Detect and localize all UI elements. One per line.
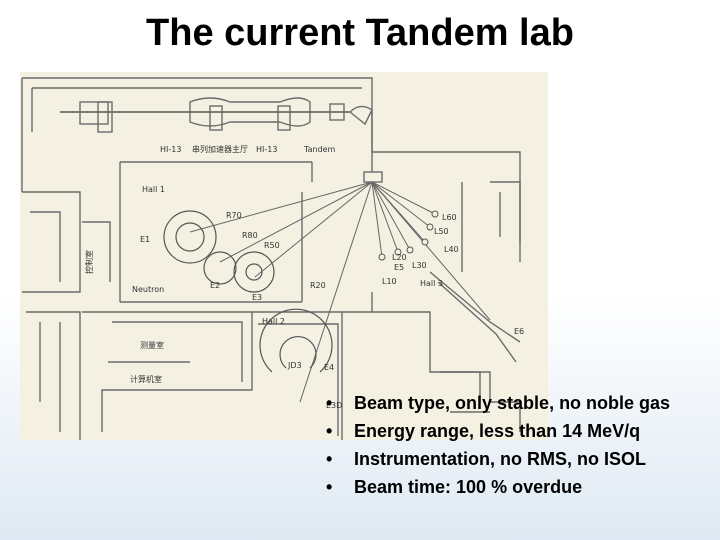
chamber-e1 bbox=[163, 210, 217, 264]
bullet-marker: • bbox=[326, 449, 333, 469]
switching-magnet bbox=[363, 171, 383, 183]
bullet-marker: • bbox=[326, 477, 333, 497]
bullet-item: • Beam type, only stable, no noble gas bbox=[322, 392, 712, 414]
label-e5: E5 bbox=[394, 263, 404, 272]
label-r70: R70 bbox=[226, 211, 242, 220]
label-measurement-room-cn: 测量室 bbox=[140, 340, 164, 350]
bullet-item: • Instrumentation, no RMS, no ISOL bbox=[322, 448, 712, 470]
label-main-hall-cn: 串列加速器主厅 bbox=[192, 144, 248, 154]
label-control-room-cn: 控制室 bbox=[84, 250, 94, 274]
label-hall-3: Hall 3 bbox=[420, 279, 443, 288]
tandem-lab-floor-plan: HI-13 串列加速器主厅 HI-13 Tandem Hall 1 R70 E1… bbox=[20, 72, 548, 440]
label-r80: R80 bbox=[242, 231, 258, 240]
label-r50: R50 bbox=[264, 241, 280, 250]
label-r20: R20 bbox=[310, 281, 326, 290]
chamber-jd3 bbox=[259, 308, 333, 373]
analyzing-magnet bbox=[348, 105, 373, 126]
label-hall-1: Hall 1 bbox=[142, 185, 165, 194]
label-e1: E1 bbox=[140, 235, 150, 244]
bullet-item: • Energy range, less than 14 MeV/q bbox=[322, 420, 712, 442]
label-e2: E2 bbox=[210, 281, 220, 290]
bullet-marker: • bbox=[326, 393, 333, 413]
chamber-e3 bbox=[233, 251, 275, 293]
bullet-item: • Beam time: 100 % overdue bbox=[322, 476, 712, 498]
label-tandem: Tandem bbox=[303, 145, 336, 154]
label-l40: L40 bbox=[444, 245, 459, 254]
chamber-e2 bbox=[203, 251, 237, 285]
label-l50: L50 bbox=[434, 227, 449, 236]
label-hall-2: Hall 2 bbox=[262, 317, 285, 326]
tandem-tank bbox=[189, 97, 311, 127]
bullet-text: Beam time: 100 % overdue bbox=[354, 477, 583, 497]
bullet-text: Instrumentation, no RMS, no ISOL bbox=[354, 449, 646, 469]
label-l20: L20 bbox=[392, 253, 407, 262]
label-hi13-left: HI-13 bbox=[160, 145, 181, 154]
label-e3: E3 bbox=[252, 293, 262, 302]
beam-lines bbox=[189, 181, 491, 403]
label-jd3: JD3 bbox=[287, 361, 302, 370]
ion-source-box bbox=[79, 101, 109, 125]
label-l60: L60 bbox=[442, 213, 457, 222]
label-neutron: Neutron bbox=[132, 285, 164, 294]
bullet-text: Energy range, less than 14 MeV/q bbox=[354, 421, 641, 441]
label-l10: L10 bbox=[382, 277, 397, 286]
bullet-list: • Beam type, only stable, no noble gas •… bbox=[322, 392, 712, 504]
label-e3d: E3D bbox=[326, 401, 342, 410]
label-l30: L30 bbox=[412, 261, 427, 270]
slide-title: The current Tandem lab bbox=[146, 12, 574, 54]
label-hi13-right: HI-13 bbox=[256, 145, 277, 154]
bullet-marker: • bbox=[326, 421, 333, 441]
bullet-text: Beam type, only stable, no noble gas bbox=[354, 393, 671, 413]
label-e6: E6 bbox=[514, 327, 524, 336]
label-computer-room-cn: 计算机室 bbox=[130, 374, 162, 384]
floor-plan-drawing: HI-13 串列加速器主厅 HI-13 Tandem Hall 1 R70 E1… bbox=[21, 77, 524, 440]
label-e4: E4 bbox=[324, 363, 334, 372]
